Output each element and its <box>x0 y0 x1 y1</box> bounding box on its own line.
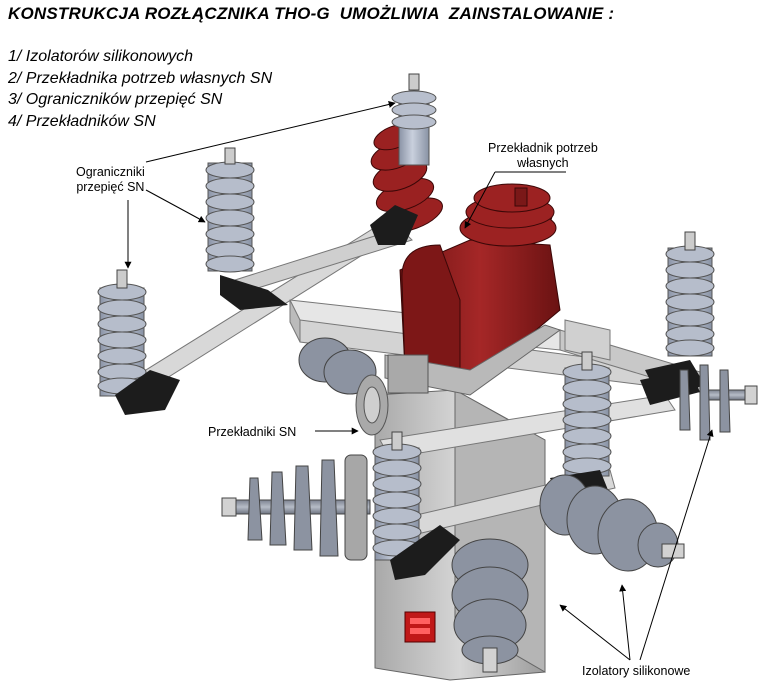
silicone-insulator-right <box>539 474 685 572</box>
indicator-panel <box>404 611 436 643</box>
callout-self-supply-transformer: Przekładnik potrzeb własnych <box>488 141 598 170</box>
silicone-insulator-left <box>221 454 371 561</box>
feature-list: 1/ Izolatorów silikonowych 2/ Przekładni… <box>8 46 272 132</box>
feature-item-4: 4/ Przekładników SN <box>8 112 156 130</box>
surge-arrester-top <box>391 73 437 166</box>
leader-lines <box>124 101 714 661</box>
silicone-insulator-bottom <box>451 538 529 673</box>
feature-item-2: 2/ Przekładnika potrzeb własnych SN <box>8 69 273 87</box>
feature-item-1: 1/ Izolatorów silikonowych <box>8 48 193 65</box>
surge-arrester-front <box>372 431 460 580</box>
callout-surge-arresters: Ograniczniki przepięć SN <box>76 165 145 194</box>
surge-arrester-left-front <box>97 269 180 415</box>
silicone-insulator-right-back <box>679 364 758 441</box>
callout-silicone-insulators: Izolatory silikonowe <box>582 664 691 678</box>
side-plate <box>564 319 611 361</box>
callout-current-transformers: Przekładniki SN <box>208 425 297 439</box>
current-transformer <box>355 374 389 436</box>
page-title: KONSTRUKCJA ROZŁĄCZNIKA THO-G UMOŻLIWIA … <box>8 4 615 23</box>
self-supply-transformer <box>370 123 562 396</box>
surge-arrester-left-back <box>205 147 288 310</box>
feature-item-3: 3/ Ograniczników przepięć SN <box>8 91 223 108</box>
